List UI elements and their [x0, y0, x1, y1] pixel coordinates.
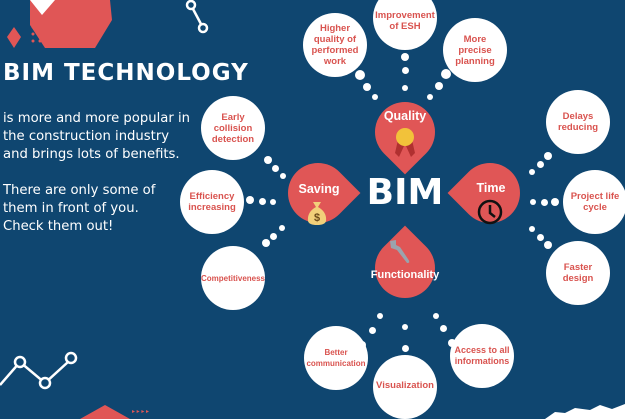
- connector-dot: [536, 160, 544, 168]
- connector-dot: [258, 197, 266, 205]
- page-title: BIM TECHNOLOGY: [3, 60, 249, 86]
- connector-dot: [368, 326, 376, 334]
- connector-decoration: [185, 0, 209, 34]
- connector-dot: [264, 156, 272, 164]
- connector-dot: [355, 70, 365, 80]
- connector-dot: [439, 324, 447, 332]
- connector-dot: [271, 164, 279, 172]
- bottom-shape-decoration: [80, 405, 130, 419]
- connector-dot: [529, 169, 535, 175]
- benefit-better-communication: Better communication: [304, 326, 368, 390]
- svg-text:▸ ▸ ▸ ▸: ▸ ▸ ▸ ▸: [132, 409, 149, 415]
- connector-dot: [377, 313, 383, 319]
- connector-dot: [270, 199, 276, 205]
- connector-dot: [441, 69, 451, 79]
- triangle-decoration: [30, 0, 55, 15]
- benefit-visualization: Visualization: [373, 355, 437, 419]
- wrench-icon: [390, 240, 410, 263]
- benefit-improvement-esh: Improvement of ESH: [373, 0, 437, 50]
- svg-text:$: $: [314, 212, 320, 224]
- benefit-access-informations: Access to all informations: [450, 324, 514, 388]
- bim-center-label: BIM: [366, 172, 444, 213]
- benefit-project-life-cycle: Project life cycle: [563, 170, 625, 234]
- line-graph-decoration: [0, 351, 78, 390]
- connector-dot: [372, 94, 378, 100]
- intro-cta-text: There are only some of them in front of …: [3, 183, 156, 234]
- connector-dot: [401, 53, 409, 61]
- clock-icon: [477, 199, 503, 225]
- hexagon-decoration: [30, 0, 112, 48]
- connector-dot: [402, 324, 408, 330]
- connector-dot: [262, 239, 270, 247]
- connector-dot: [402, 85, 408, 91]
- connector-dot: [551, 198, 559, 206]
- functionality-label: Functionality: [370, 269, 440, 281]
- connector-dot: [540, 198, 548, 206]
- connector-dot: [544, 152, 552, 160]
- connector-dot: [530, 199, 536, 205]
- connector-dot: [280, 173, 286, 179]
- connector-dot: [529, 226, 535, 232]
- city-silhouette: [545, 404, 625, 419]
- medal-icon: [395, 128, 415, 157]
- connector-dot: [544, 241, 552, 249]
- connector-dot: [279, 225, 285, 231]
- connector-dot: [433, 313, 439, 319]
- connector-dot: [435, 82, 443, 90]
- money-bag-icon: $: [307, 202, 327, 225]
- connector-dot: [363, 83, 371, 91]
- connector-dot: [401, 344, 409, 352]
- benefit-faster-design: Faster design: [546, 241, 610, 305]
- quality-label: Quality: [383, 109, 427, 123]
- benefit-efficiency: Efficiency increasing: [180, 170, 244, 234]
- connector-dot: [427, 94, 433, 100]
- benefit-early-collision: Early collision detection: [201, 96, 265, 160]
- time-label: Time: [476, 181, 506, 195]
- intro-text: is more and more popular in the construc…: [3, 111, 190, 162]
- connector-dot: [401, 66, 409, 74]
- diamond-decoration: [7, 27, 21, 48]
- connector-dot: [246, 196, 254, 204]
- benefit-delays-reducing: Delays reducing: [546, 90, 610, 154]
- benefit-precise-planning: More precise planning: [443, 18, 507, 82]
- saving-label: Saving: [298, 182, 340, 196]
- benefit-higher-quality: Higher quality of performed work: [303, 13, 367, 77]
- connector-dot: [269, 232, 277, 240]
- benefit-competitiveness: Competitiveness: [201, 246, 265, 310]
- connector-dot: [536, 233, 544, 241]
